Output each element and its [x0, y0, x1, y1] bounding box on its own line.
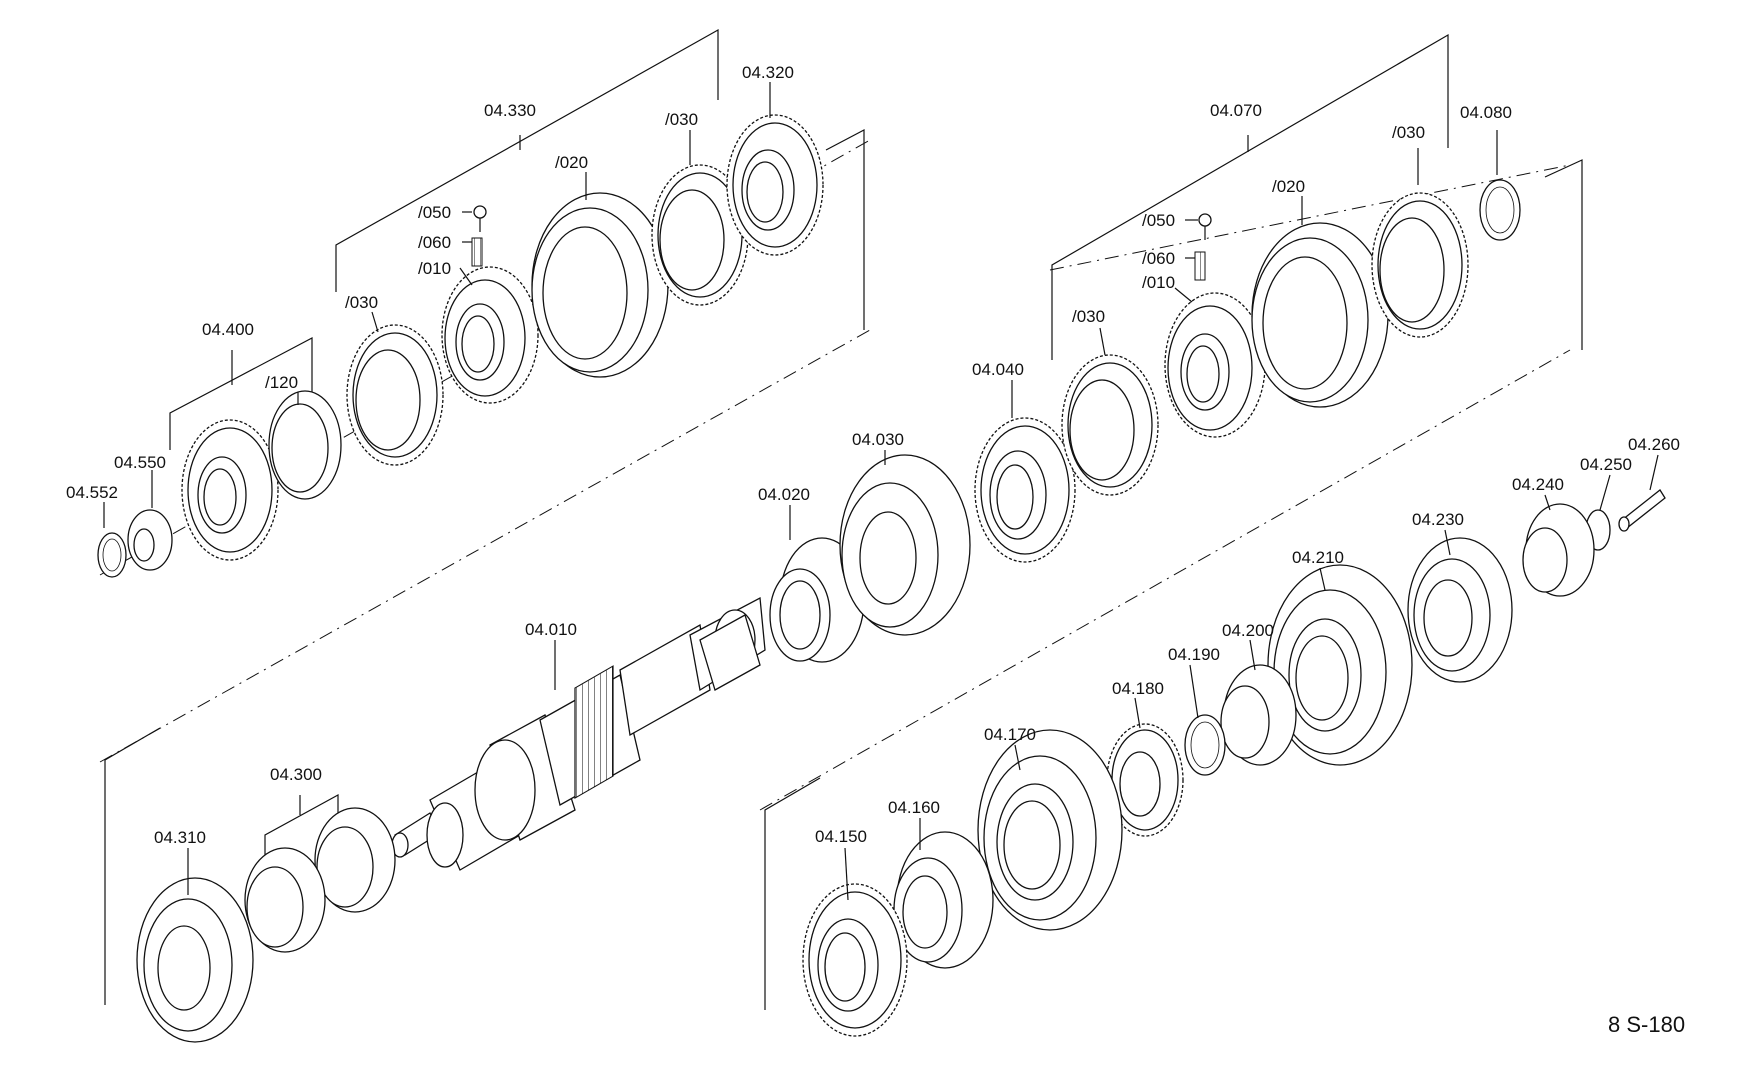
part-labels: 04.320 04.330 /030 /020 /050 /060 /010 /… [66, 63, 1680, 847]
gear-04210 [1267, 564, 1413, 766]
bearing-04200 [1220, 664, 1297, 766]
label-010: /010 [418, 259, 451, 278]
label-04310: 04.310 [154, 828, 206, 847]
gear-04150 [802, 883, 908, 1037]
spring-060 [471, 237, 483, 267]
bracket-04400 [169, 337, 313, 450]
gear-04040 [974, 417, 1076, 563]
label-04030: 04.030 [852, 430, 904, 449]
label-030-c: /030 [1392, 123, 1425, 142]
label-04260: 04.260 [1628, 435, 1680, 454]
bearing-04160 [893, 831, 994, 969]
synchro-ring-030-left [346, 324, 444, 466]
main-shaft [391, 596, 766, 871]
bracket-right-mid [1544, 159, 1583, 350]
bushing-04550 [127, 509, 173, 571]
synchro-ring-030-right-low [1061, 354, 1159, 496]
synchro-ring-030-right-top [1371, 192, 1469, 338]
label-060-b: /060 [1142, 249, 1175, 268]
ring-120 [268, 390, 342, 500]
gear-04030 [839, 454, 971, 636]
label-04230: 04.230 [1412, 510, 1464, 529]
bearing-04300-b [314, 807, 396, 913]
label-04240: 04.240 [1512, 475, 1564, 494]
gear-04310 [136, 877, 254, 1043]
gear-04170 [977, 729, 1123, 931]
leader-lines [103, 82, 1659, 901]
sliding-sleeve-020 [531, 192, 669, 378]
label-04330: 04.330 [484, 101, 536, 120]
synchro-hub-010-right [1164, 292, 1266, 438]
label-030-a: /030 [665, 110, 698, 129]
label-04250: 04.250 [1580, 455, 1632, 474]
bearing-04300-a [244, 847, 326, 953]
sliding-sleeve-020-right [1251, 222, 1389, 408]
pin-04260 [1618, 489, 1666, 532]
label-04160: 04.160 [888, 798, 940, 817]
snap-ring-04190 [1184, 714, 1226, 776]
bearing-04240 [1522, 503, 1595, 597]
label-04330-320: 04.320 [742, 63, 794, 82]
gear-04400 [181, 419, 279, 561]
label-030-d: /030 [1072, 307, 1105, 326]
label-020: /020 [555, 153, 588, 172]
label-04080: 04.080 [1460, 103, 1512, 122]
gear-04320 [726, 114, 824, 256]
bracket-lower-left [104, 727, 161, 1005]
detent-050 [473, 205, 487, 232]
label-020-b: /020 [1272, 177, 1305, 196]
bearing-04230 [1407, 537, 1513, 683]
label-04552: 04.552 [66, 483, 118, 502]
spring-060-right [1194, 251, 1206, 281]
synchro-hub-010 [441, 266, 539, 404]
label-04070: 04.070 [1210, 101, 1262, 120]
label-04040: 04.040 [972, 360, 1024, 379]
gear-04180 [1106, 723, 1184, 837]
label-04180: 04.180 [1112, 679, 1164, 698]
label-010-b: /010 [1142, 273, 1175, 292]
bracket-right-upper [825, 129, 865, 330]
label-04010: 04.010 [525, 620, 577, 639]
detent-050-right [1198, 213, 1212, 240]
drawing-reference: 8 S-180 [1608, 1012, 1685, 1037]
label-060: /060 [418, 233, 451, 252]
bracket-lower-right [764, 777, 821, 1010]
label-04300: 04.300 [270, 765, 322, 784]
label-04400: 04.400 [202, 320, 254, 339]
label-04210: 04.210 [1292, 548, 1344, 567]
label-04170: 04.170 [984, 725, 1036, 744]
label-04200: 04.200 [1222, 621, 1274, 640]
label-050-b: /050 [1142, 211, 1175, 230]
label-04150: 04.150 [815, 827, 867, 846]
label-04190: 04.190 [1168, 645, 1220, 664]
label-04550: 04.550 [114, 453, 166, 472]
label-030-b: /030 [345, 293, 378, 312]
label-050: /050 [418, 203, 451, 222]
bracket-04070 [1051, 33, 1449, 360]
snap-ring-04552 [97, 532, 127, 578]
snap-ring-04080 [1479, 179, 1521, 241]
bracket-04330 [335, 28, 719, 292]
label-04020: 04.020 [758, 485, 810, 504]
label-120: /120 [265, 373, 298, 392]
